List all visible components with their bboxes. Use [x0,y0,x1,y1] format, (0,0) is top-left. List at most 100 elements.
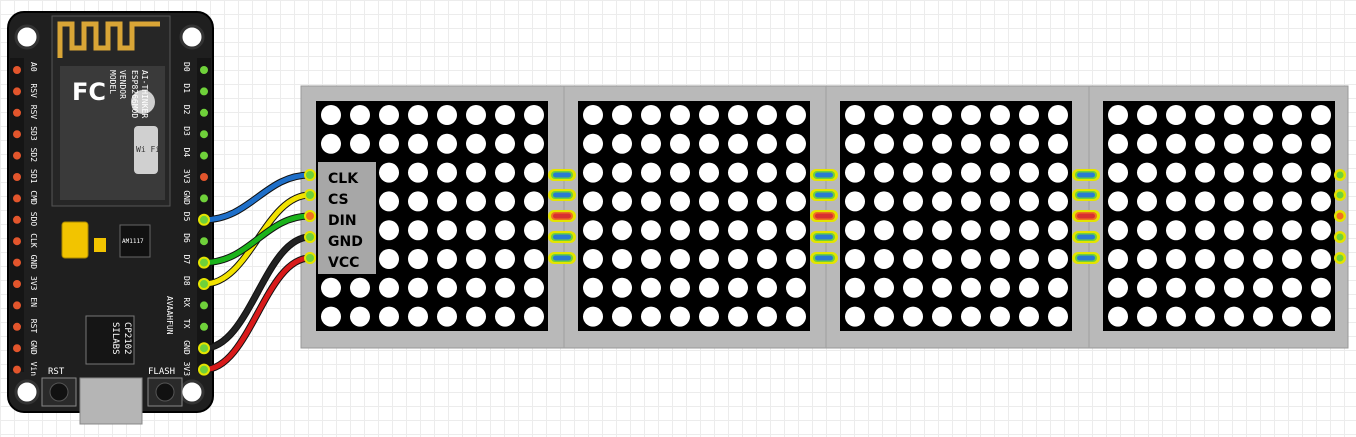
led [1282,162,1302,183]
pin-label: 3V3 [29,276,38,291]
led [583,191,603,212]
led [903,306,923,327]
led [1108,105,1128,125]
led [641,220,661,241]
led [379,306,399,327]
pin-gnd-right [200,194,208,203]
led [728,306,748,327]
pin-sd3-left [13,130,21,139]
pin-en-left [13,301,21,310]
led [786,191,806,212]
vcc-wire [201,255,313,373]
led [379,249,399,269]
led [728,249,748,269]
matrix-module-3 [825,86,1072,348]
led [495,277,515,298]
led [495,249,515,269]
led [1048,105,1068,125]
led [1108,306,1128,327]
gnd-label: GND [328,234,363,250]
led [1137,249,1157,269]
led [408,105,428,125]
led [495,105,515,125]
led [1224,220,1244,241]
led [321,105,341,125]
led [612,306,632,327]
led [845,162,865,183]
led [670,105,690,125]
led [583,162,603,183]
matrix-module-2 [563,86,810,348]
led [961,162,981,183]
pin-label: CLK [29,233,38,248]
led [728,220,748,241]
led [495,162,515,183]
led [728,277,748,298]
pin-tx-right [200,322,208,331]
pin-label: GND [182,190,191,205]
led [1311,105,1331,125]
left-header [10,58,24,372]
led [786,105,806,125]
led [437,162,457,183]
led [1108,162,1128,183]
din-wire [201,213,313,266]
led [1253,306,1273,327]
led [757,162,777,183]
led [757,306,777,327]
led [408,162,428,183]
led [757,191,777,212]
pin-gnd-left [13,258,21,267]
led [1253,191,1273,212]
led [1019,105,1039,125]
led [1166,191,1186,212]
led [961,133,981,154]
pin-label: GND [29,340,38,355]
led [379,105,399,125]
led [1195,306,1215,327]
led [903,105,923,125]
led [961,220,981,241]
pin-label: CMD [29,190,38,205]
led [990,191,1010,212]
led [1195,220,1215,241]
pin-label: D1 [182,83,191,93]
led [466,133,486,154]
led [408,220,428,241]
pin-label: SD3 [29,126,38,141]
led [379,220,399,241]
vcc-label: VCC [328,255,359,271]
pin-label: GND [29,255,38,270]
led [728,162,748,183]
pin-label: 3V3 [182,169,191,184]
led [1282,249,1302,269]
mount-hole [14,24,40,50]
led [786,306,806,327]
led [379,162,399,183]
led [379,277,399,298]
led [437,220,457,241]
pin-label: D3 [182,126,191,136]
led [1282,191,1302,212]
led [990,133,1010,154]
chip-label: SILABS [110,322,120,355]
led [670,220,690,241]
led [524,133,544,154]
pin-gnd-left [13,344,21,353]
led [641,133,661,154]
wifi-badge [134,126,158,174]
led [1253,105,1273,125]
pin-rx-right [200,301,208,310]
led [699,220,719,241]
led [932,191,952,212]
led [1224,105,1244,125]
led [757,133,777,154]
led [1137,277,1157,298]
led [1311,133,1331,154]
led [757,220,777,241]
led [699,306,719,327]
led [1253,277,1273,298]
led [1311,249,1331,269]
nodemcu-board: FC MODEL VENDOR ESP8266MOD AI-THINKER Wi… [7,11,214,425]
